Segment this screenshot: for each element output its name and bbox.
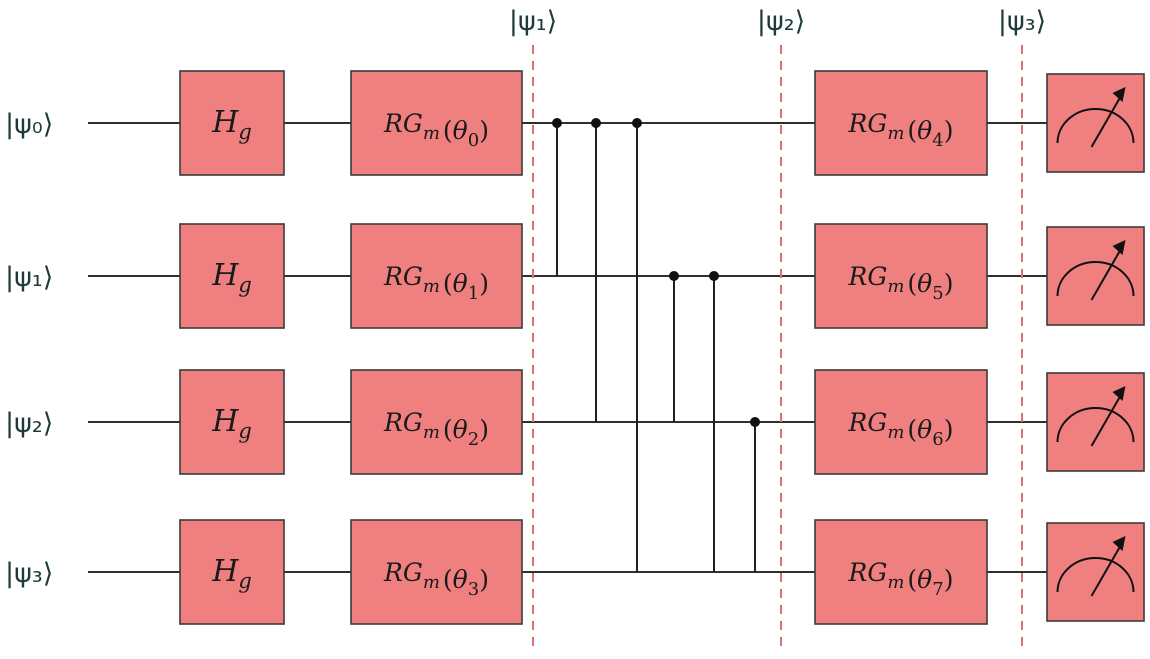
rotation-gate-3-box xyxy=(350,519,523,625)
rotation-gate-6-label: RGm(θ6) xyxy=(848,408,954,450)
entangler-0-1 xyxy=(552,118,562,276)
measurement-1 xyxy=(1046,226,1145,326)
rotation-gate-6-box xyxy=(814,369,988,475)
rotation-gate-6: RGm(θ6) xyxy=(814,369,988,475)
rotation-gate-7-box xyxy=(814,519,988,625)
rotation-gate-5: RGm(θ5) xyxy=(814,223,988,329)
hadamard-gate-3: Hg xyxy=(179,519,285,625)
rotation-gate-1: RGm(θ1) xyxy=(350,223,523,329)
control-dot xyxy=(591,118,601,128)
entangler-1-3 xyxy=(709,271,719,572)
entangler-2-3 xyxy=(750,417,760,572)
rotation-gate-0-label: RGm(θ0) xyxy=(383,109,489,151)
meter-arrowhead-icon xyxy=(1112,87,1126,102)
control-dot xyxy=(709,271,719,281)
meter-arrowhead-icon xyxy=(1112,240,1126,255)
meter-needle-icon xyxy=(1090,94,1123,148)
control-dot xyxy=(632,118,642,128)
rotation-gate-2: RGm(θ2) xyxy=(350,369,523,475)
barrier-label-1: |ψ₁⟩ xyxy=(509,6,557,37)
rotation-gate-5-label: RGm(θ5) xyxy=(848,262,954,304)
hadamard-gate-0: Hg xyxy=(179,70,285,176)
meter-arrowhead-icon xyxy=(1112,386,1126,401)
control-dot xyxy=(669,271,679,281)
rotation-gate-4: RGm(θ4) xyxy=(814,70,988,176)
hadamard-gate-0-label: Hg xyxy=(211,105,252,144)
rotation-gate-2-label: RGm(θ2) xyxy=(383,408,489,450)
hadamard-gate-2-label: Hg xyxy=(211,404,252,443)
hadamard-gate-2: Hg xyxy=(179,369,285,475)
rotation-gate-1-label: RGm(θ1) xyxy=(383,262,489,304)
rotation-gate-0: RGm(θ0) xyxy=(350,70,523,176)
rotation-gate-3-label: RGm(θ3) xyxy=(383,558,489,600)
control-dot xyxy=(750,417,760,427)
measurement-0 xyxy=(1046,73,1145,173)
barrier-label-3: |ψ₃⟩ xyxy=(998,6,1046,37)
meter-needle-icon xyxy=(1090,393,1123,447)
meter-arc-icon xyxy=(1056,407,1135,443)
rotation-gate-7: RGm(θ7) xyxy=(814,519,988,625)
meter-arc-icon xyxy=(1056,557,1135,593)
meter-arrowhead-icon xyxy=(1112,536,1126,551)
hadamard-gate-0-box xyxy=(179,70,285,176)
hadamard-gate-1-box xyxy=(179,223,285,329)
rotation-gate-7-label: RGm(θ7) xyxy=(848,558,954,600)
entangler-0-2 xyxy=(591,118,601,422)
rotation-gate-2-box xyxy=(350,369,523,475)
measurement-box xyxy=(1046,226,1145,326)
entangler-1-2 xyxy=(669,271,679,422)
meter-needle-icon xyxy=(1090,247,1123,301)
measurement-box xyxy=(1046,522,1145,622)
qubit-label-1: |ψ₁⟩ xyxy=(5,262,53,293)
meter-arc-icon xyxy=(1056,261,1135,297)
hadamard-gate-1-label: Hg xyxy=(211,258,252,297)
qubit-label-2: |ψ₂⟩ xyxy=(5,408,53,439)
qubit-label-0: |ψ₀⟩ xyxy=(5,109,53,140)
rotation-gate-5-box xyxy=(814,223,988,329)
barrier-label-2: |ψ₂⟩ xyxy=(757,6,805,37)
hadamard-gate-2-box xyxy=(179,369,285,475)
hadamard-gate-3-box xyxy=(179,519,285,625)
rotation-gate-0-box xyxy=(350,70,523,176)
hadamard-gate-3-label: Hg xyxy=(211,554,252,593)
qubit-label-3: |ψ₃⟩ xyxy=(5,558,53,589)
rotation-gate-4-box xyxy=(814,70,988,176)
rotation-gate-1-box xyxy=(350,223,523,329)
meter-arc-icon xyxy=(1056,108,1135,144)
entangler-0-3 xyxy=(632,118,642,572)
control-dot xyxy=(552,118,562,128)
measurement-3 xyxy=(1046,522,1145,622)
measurement-2 xyxy=(1046,372,1145,472)
meter-needle-icon xyxy=(1090,543,1123,597)
measurement-box xyxy=(1046,73,1145,173)
rotation-gate-4-label: RGm(θ4) xyxy=(848,109,954,151)
rotation-gate-3: RGm(θ3) xyxy=(350,519,523,625)
measurement-box xyxy=(1046,372,1145,472)
hadamard-gate-1: Hg xyxy=(179,223,285,329)
